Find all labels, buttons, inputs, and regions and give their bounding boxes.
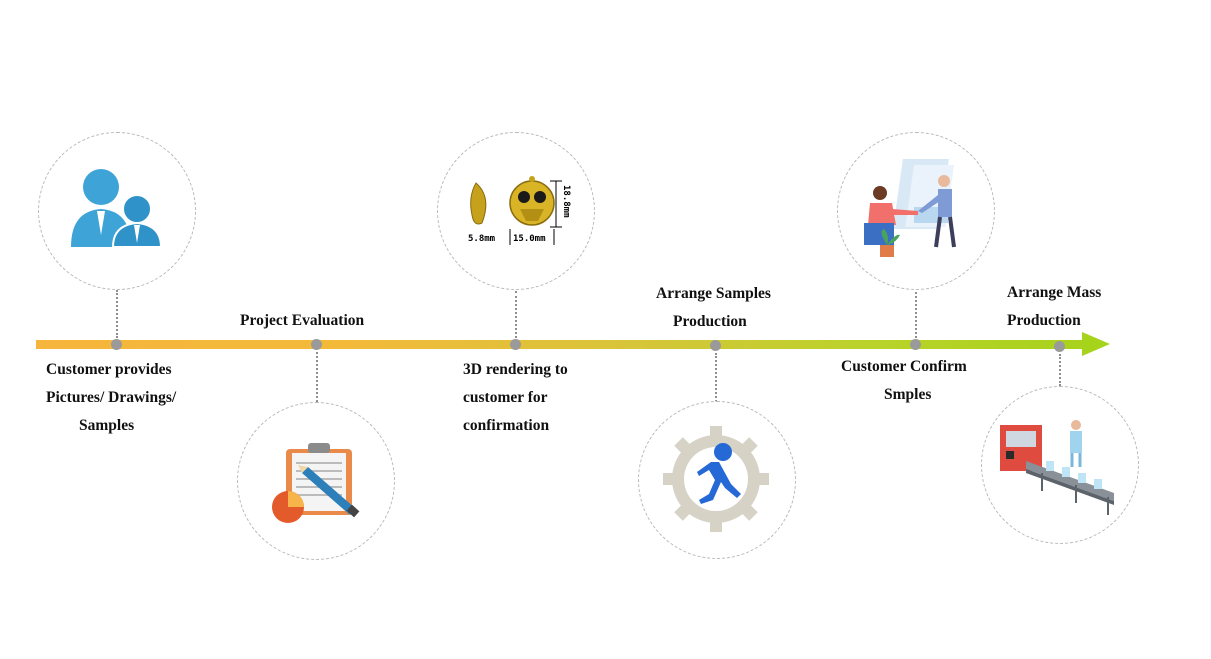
height-label: 18.8mm xyxy=(561,185,571,218)
timeline-node-2 xyxy=(311,339,322,350)
step-1-label: Customer provides Pictures/ Drawings/ Sa… xyxy=(46,361,177,434)
front-width-label: 15.0mm xyxy=(513,234,546,244)
step-5-label: Customer Confirm Smples xyxy=(841,358,967,403)
step-3-label: 3D rendering to customer for confirmatio… xyxy=(463,361,568,434)
timeline-node-3 xyxy=(510,339,521,350)
timeline-node-5 xyxy=(910,339,921,350)
step-2-label: Project Evaluation xyxy=(240,312,365,329)
step-3-circle: 5.8mm 15.0mm 18.8mm xyxy=(437,132,595,290)
step-2-circle xyxy=(237,402,395,560)
stem-6 xyxy=(1059,354,1061,386)
step-1-circle xyxy=(38,132,196,290)
timeline-arrowhead xyxy=(1082,332,1110,356)
step-4-label: Arrange Samples Production xyxy=(656,285,771,330)
stem-1 xyxy=(116,290,118,338)
clipboard-pencil-icon xyxy=(272,443,360,523)
3d-owl-pendant-icon: 5.8mm 15.0mm 18.8mm xyxy=(468,176,571,245)
stem-4 xyxy=(715,353,717,402)
stem-2 xyxy=(316,352,318,402)
step-6-circle xyxy=(981,386,1139,544)
timeline-node-4 xyxy=(710,340,721,351)
meeting-handshake-icon xyxy=(864,159,956,257)
users-icon xyxy=(71,169,163,248)
step-6-label: Arrange Mass Production xyxy=(1007,284,1102,329)
stem-5 xyxy=(915,292,917,338)
timeline-node-1 xyxy=(111,339,122,350)
stem-3 xyxy=(515,291,517,338)
timeline-node-6 xyxy=(1054,341,1065,352)
gear-runner-icon xyxy=(663,426,769,532)
factory-conveyor-icon xyxy=(1000,420,1114,515)
side-width-label: 5.8mm xyxy=(468,234,496,244)
timeline-arrow xyxy=(36,340,1086,349)
step-5-circle xyxy=(837,132,995,290)
step-4-circle xyxy=(638,401,796,559)
